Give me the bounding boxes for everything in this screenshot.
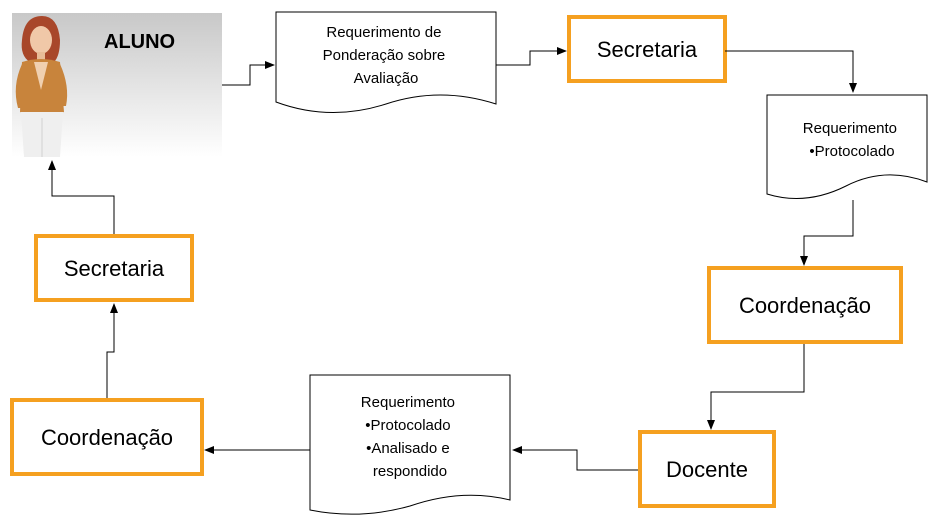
- connector-coordenacao-to-docente: [707, 344, 805, 430]
- connector-protocoled-to-coordenacao: [800, 200, 854, 266]
- box-coordenacao-left-label: Coordenação: [41, 425, 173, 450]
- aluno-actor: ALUNO: [12, 13, 222, 157]
- box-secretaria-top: Secretaria: [567, 15, 727, 83]
- document-answered-request: Requerimento •Protocolado •Analisado e r…: [309, 374, 511, 515]
- document-initial-request-text: Requerimento de Ponderação sobre Avaliaç…: [323, 24, 450, 87]
- document-protocoled-request-text: Requerimento •Protocolado: [803, 120, 901, 160]
- box-coordenacao-right: Coordenação: [707, 266, 903, 344]
- student-avatar-icon: [15, 16, 68, 157]
- connector-secretaria-to-protocoled: [725, 50, 857, 93]
- box-secretaria-top-label: Secretaria: [597, 37, 698, 62]
- box-secretaria-left-label: Secretaria: [64, 256, 165, 281]
- connector-aluno-to-request: [222, 61, 275, 86]
- document-answered-request-text: Requerimento •Protocolado •Analisado e r…: [361, 394, 459, 480]
- actor-label: ALUNO: [104, 31, 175, 53]
- connector-secretaria-to-aluno: [48, 160, 115, 234]
- connector-docente-to-answered: [512, 446, 638, 471]
- document-initial-request: Requerimento de Ponderação sobre Avaliaç…: [275, 11, 497, 114]
- box-coordenacao-right-label: Coordenação: [739, 293, 871, 318]
- box-docente: Docente: [638, 430, 776, 508]
- document-protocoled-request: Requerimento •Protocolado: [766, 94, 928, 199]
- box-docente-label: Docente: [666, 457, 748, 482]
- box-secretaria-left: Secretaria: [34, 234, 194, 302]
- box-coordenacao-left: Coordenação: [10, 398, 204, 476]
- connector-request-to-secretaria: [496, 47, 567, 66]
- connector-coordenacao-to-secretaria: [106, 303, 118, 398]
